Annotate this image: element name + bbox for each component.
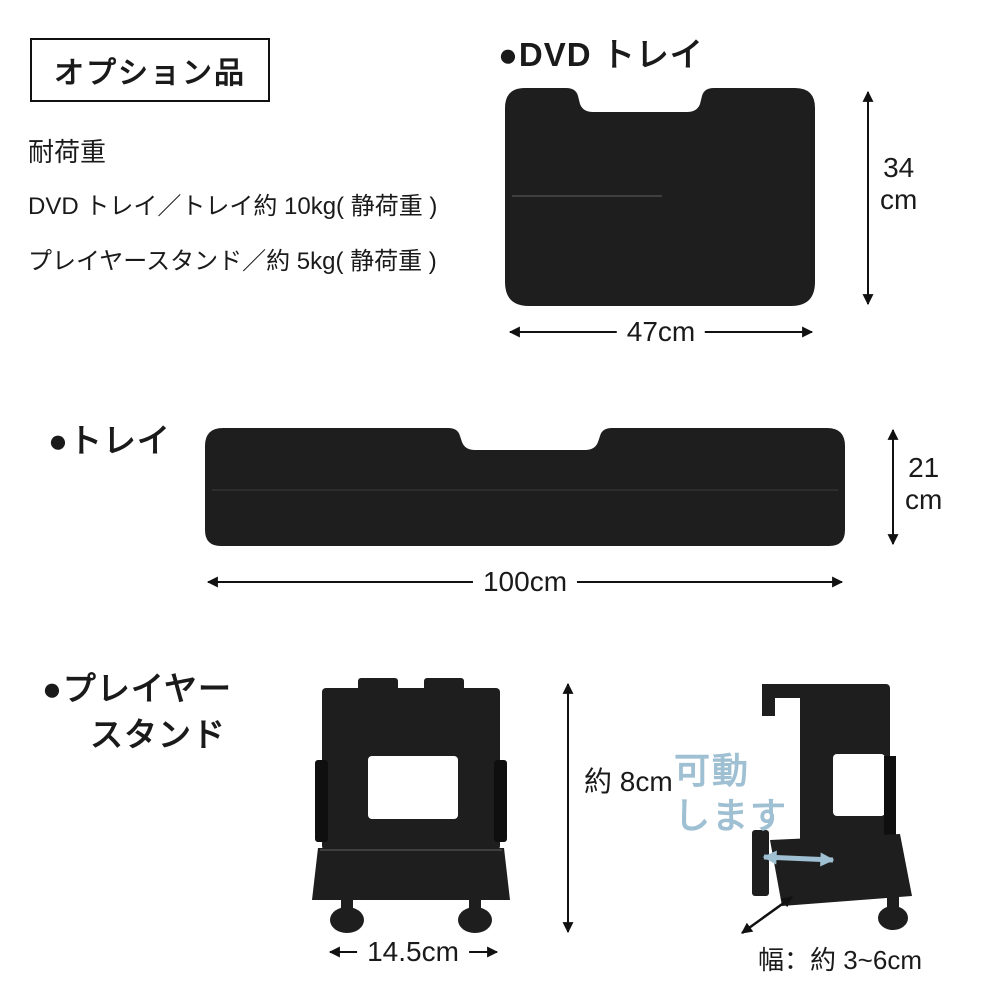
movable-line2: します bbox=[674, 795, 789, 836]
dvd-tray-section-label: ●DVD トレイ bbox=[498, 36, 704, 73]
stand-side-rail bbox=[884, 756, 896, 836]
load-capacity-title: 耐荷重 bbox=[28, 137, 107, 167]
player-stand-height-dimension: 約 8cm bbox=[584, 766, 673, 797]
dvd-tray-height-dimension: 34 cm bbox=[880, 152, 917, 216]
stand-side-hole bbox=[833, 754, 885, 816]
tray-height-value: 21 bbox=[908, 452, 940, 483]
dvd-tray-width-dimension: 47cm bbox=[616, 316, 706, 348]
movable-line1: 可動 bbox=[674, 750, 751, 791]
stand-foot-knob-right bbox=[458, 907, 492, 933]
stand-base bbox=[312, 848, 510, 900]
tray-shape bbox=[205, 428, 845, 546]
stand-bottom-shelf bbox=[770, 834, 912, 906]
stand-side-foot-knob bbox=[878, 906, 908, 930]
movable-annotation: 可動 します bbox=[674, 748, 788, 838]
stand-foot-knob-left bbox=[330, 907, 364, 933]
stand-side-rail-left bbox=[315, 760, 328, 842]
player-stand-front-view bbox=[312, 678, 510, 933]
movable-range-arrow bbox=[762, 850, 835, 867]
tray-height-unit: cm bbox=[905, 484, 943, 516]
player-stand-side-view bbox=[752, 684, 912, 930]
tray-section-label: ●トレイ bbox=[48, 422, 171, 459]
stand-panel-hole bbox=[368, 756, 458, 819]
player-stand-label-line1: ●プレイヤー bbox=[42, 670, 232, 707]
player-stand-label-line2: スタンド bbox=[90, 715, 226, 753]
player-stand-section-label: ●プレイヤー スタンド bbox=[42, 666, 232, 757]
option-box-label: オプション品 bbox=[30, 38, 270, 102]
stand-movable-lip bbox=[752, 830, 769, 896]
dvd-height-value: 34 bbox=[883, 152, 915, 183]
player-stand-width-dimension: 14.5cm bbox=[357, 936, 469, 968]
tray-width-dimension: 100cm bbox=[472, 566, 578, 598]
player-stand-depth-dimension: 幅：約 3~6cm bbox=[758, 945, 922, 975]
dvd-tray-shape bbox=[505, 88, 815, 306]
stand-side-rail-right bbox=[494, 760, 507, 842]
dvd-height-unit: cm bbox=[880, 184, 918, 216]
load-capacity-player-stand: プレイヤースタンド／約 5kg( 静荷重 ) bbox=[28, 248, 437, 275]
tray-height-dimension: 21 cm bbox=[905, 452, 942, 516]
depth-width-arrow bbox=[741, 895, 793, 935]
load-capacity-dvd-tray: DVD トレイ／トレイ約 10kg( 静荷重 ) bbox=[28, 193, 438, 220]
stand-top-hook bbox=[762, 684, 806, 716]
